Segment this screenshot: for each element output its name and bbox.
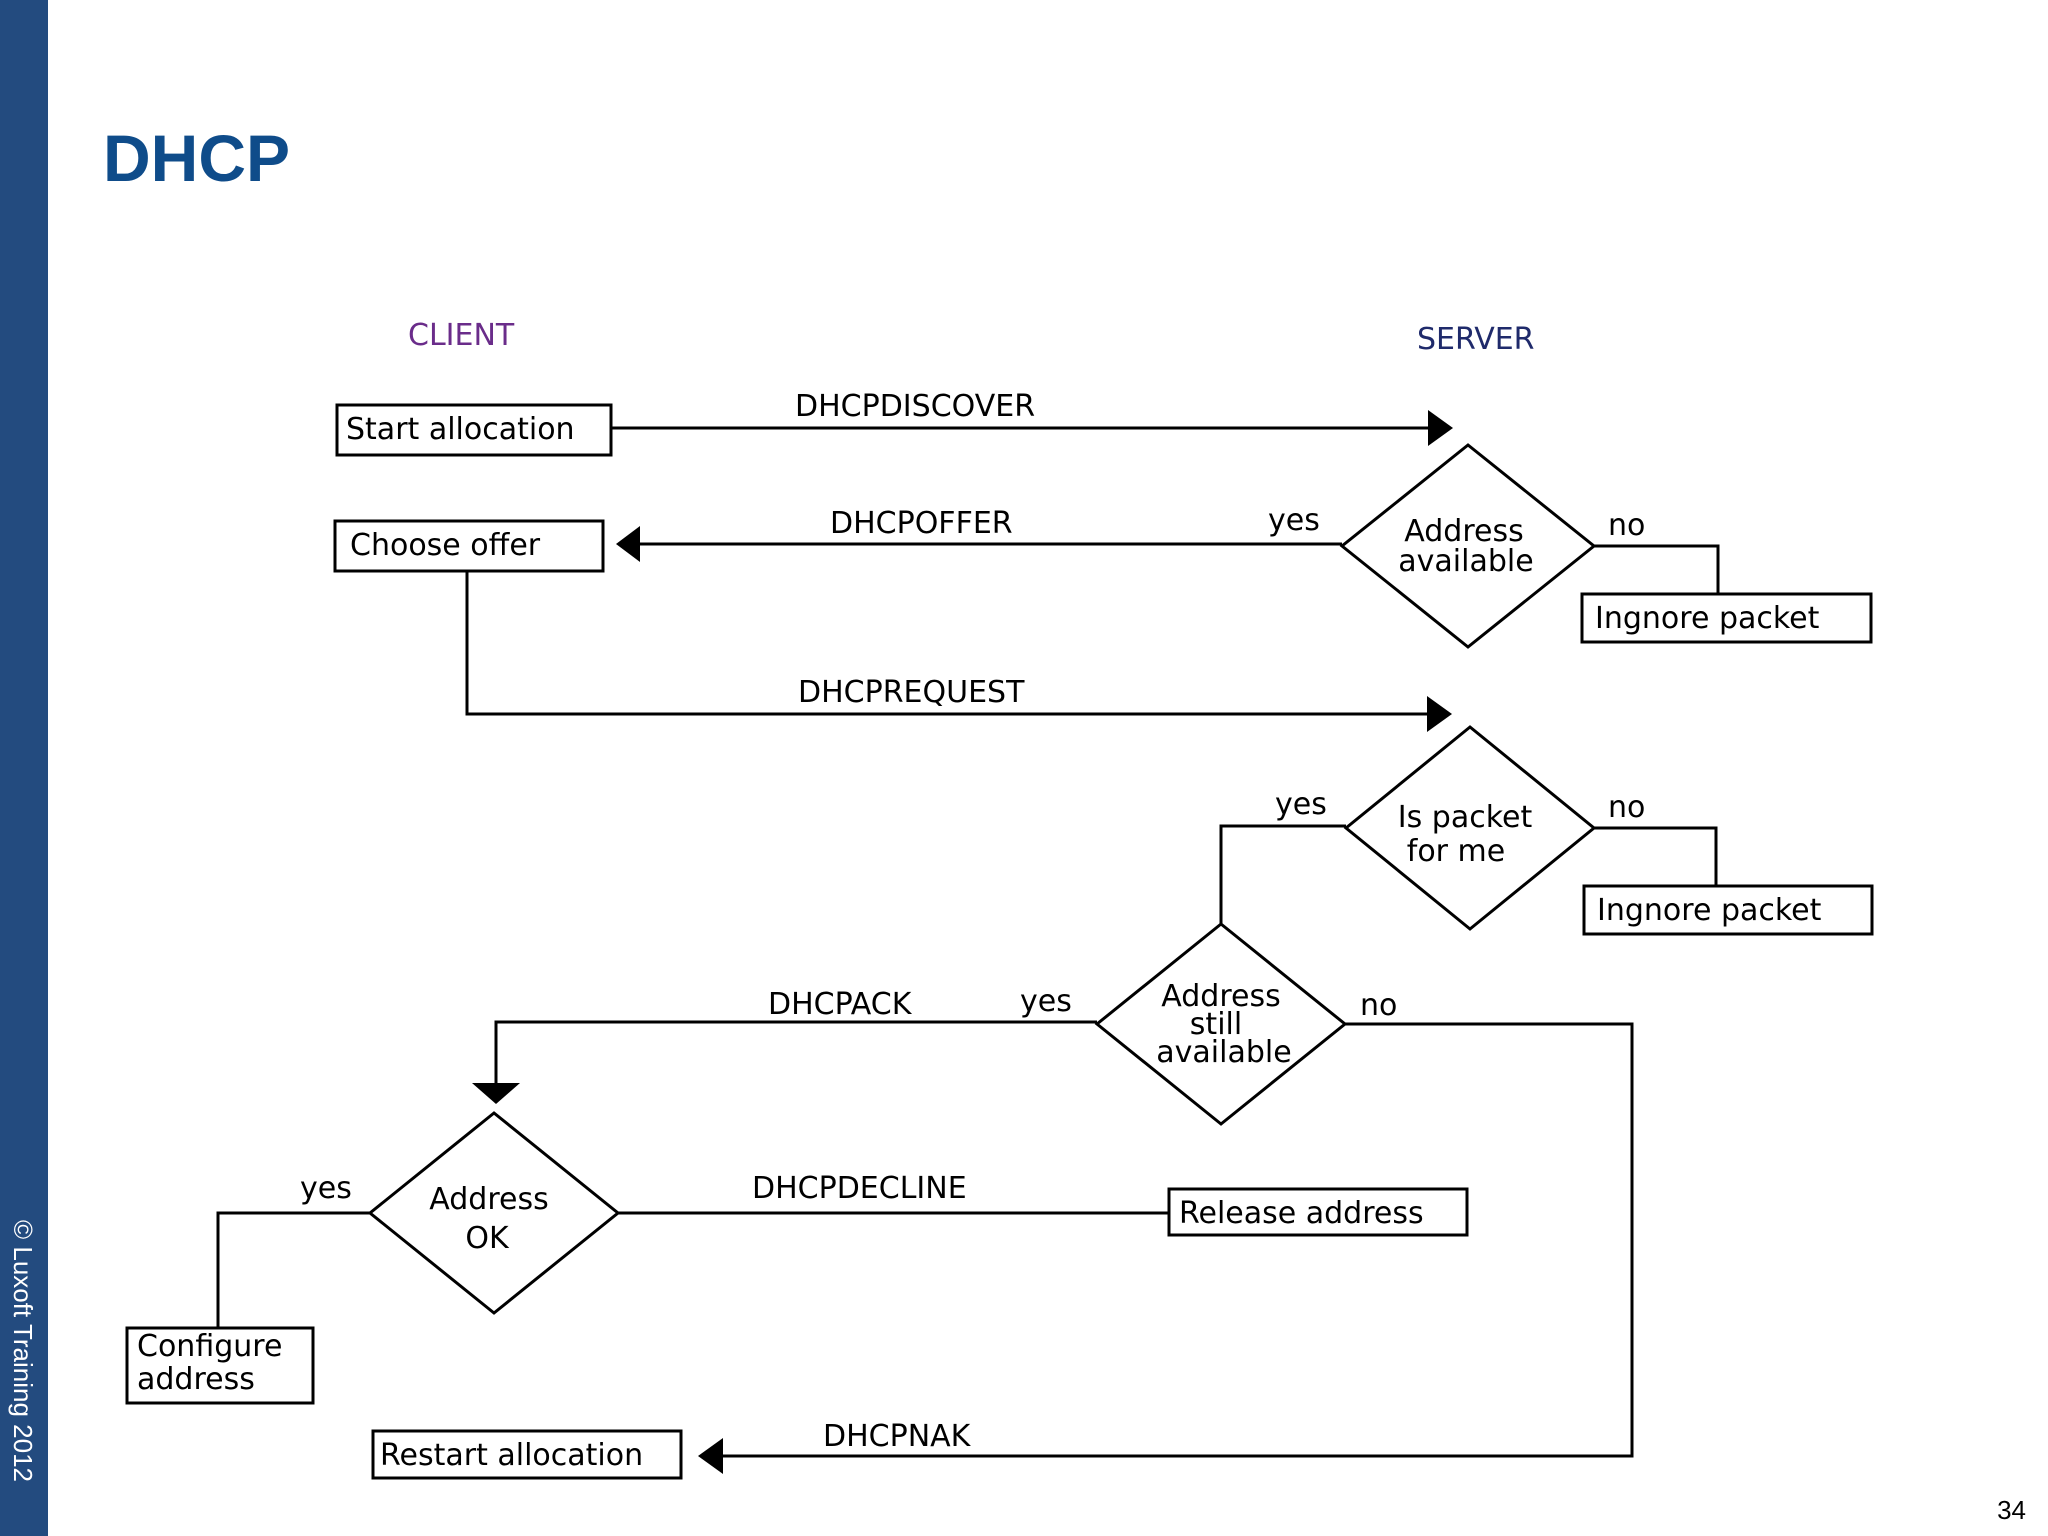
start-allocation-box: Start allocation — [335, 403, 613, 457]
yes-label-4: yes — [300, 1171, 352, 1206]
yes-branch-2: yes — [1219, 787, 1346, 924]
address-available-decision: Address available — [1339, 443, 1597, 649]
choose-offer-label: Choose offer — [350, 528, 541, 563]
no-label-1: no — [1608, 508, 1645, 543]
dhcpack-arrow: DHCPACK yes — [472, 984, 1097, 1104]
ignore-packet-label-2: Ingnore packet — [1597, 893, 1822, 928]
dhcpnak-arrow: no DHCPNAK — [698, 988, 1634, 1474]
still-available-line1: Address — [1161, 979, 1280, 1014]
configure-address-line1: Configure — [137, 1329, 282, 1364]
dhcpoffer-label: DHCPOFFER — [830, 506, 1013, 541]
no-label-3: no — [1360, 988, 1397, 1023]
address-still-available-decision: Address still available — [1094, 922, 1348, 1126]
address-ok-line1: Address — [429, 1182, 548, 1217]
start-allocation-label: Start allocation — [346, 412, 575, 447]
choose-offer-box: Choose offer — [333, 519, 605, 573]
sidebar — [0, 0, 48, 1536]
configure-address-box: Configure address — [125, 1326, 315, 1405]
address-ok-line2: OK — [465, 1221, 510, 1256]
dhcprequest-arrow: DHCPREQUEST — [465, 571, 1452, 732]
yes-label-1: yes — [1268, 503, 1320, 538]
dhcpoffer-arrow: DHCPOFFER yes — [616, 503, 1342, 562]
address-available-line2: available — [1398, 544, 1533, 579]
restart-allocation-label: Restart allocation — [380, 1438, 643, 1473]
yes-label-2: yes — [1275, 787, 1327, 822]
yes-branch-4: yes — [216, 1171, 370, 1328]
restart-allocation-box: Restart allocation — [371, 1429, 683, 1480]
client-header: CLIENT — [408, 318, 515, 353]
page-number: 34 — [1997, 1495, 2026, 1525]
address-available-line1: Address — [1404, 514, 1523, 549]
dhcprequest-label: DHCPREQUEST — [798, 675, 1025, 710]
slide-title: DHCP — [103, 121, 291, 195]
server-header: SERVER — [1417, 322, 1535, 357]
configure-address-line2: address — [137, 1362, 255, 1397]
ignore-packet-label-1: Ingnore packet — [1595, 601, 1820, 636]
no-label-2: no — [1608, 790, 1645, 825]
is-packet-line2: for me — [1407, 834, 1505, 869]
dhcpdiscover-arrow: DHCPDISCOVER — [611, 389, 1453, 446]
still-available-line2: still — [1190, 1007, 1242, 1042]
still-available-line3: available — [1156, 1035, 1291, 1070]
release-address-label: Release address — [1179, 1196, 1424, 1231]
dhcpdiscover-label: DHCPDISCOVER — [795, 389, 1035, 424]
dhcpnak-label: DHCPNAK — [823, 1419, 972, 1454]
dhcpack-label: DHCPACK — [768, 987, 913, 1022]
dhcpdecline-label: DHCPDECLINE — [752, 1171, 967, 1206]
address-ok-decision: Address OK — [367, 1111, 621, 1315]
is-packet-line1: Is packet — [1398, 800, 1533, 835]
no-branch-1: no — [1594, 508, 1720, 594]
is-packet-for-me-decision: Is packet for me — [1343, 725, 1597, 931]
yes-label-3: yes — [1020, 984, 1072, 1019]
ignore-packet-box-2: Ingnore packet — [1582, 884, 1874, 936]
release-address-box: Release address — [1167, 1187, 1469, 1237]
ignore-packet-box-1: Ingnore packet — [1580, 592, 1873, 644]
dhcpdecline-connector: DHCPDECLINE — [618, 1171, 1169, 1215]
no-branch-2: no — [1594, 790, 1718, 886]
